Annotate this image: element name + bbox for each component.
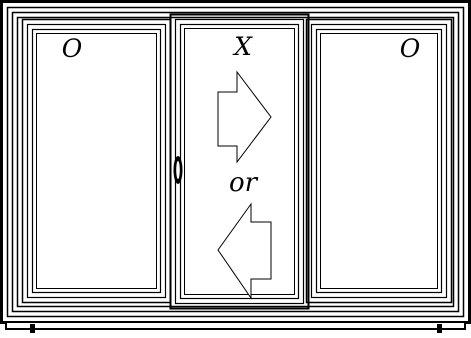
or-label: or [229, 168, 259, 198]
right-panel-label: O [400, 34, 421, 63]
door-handle [173, 156, 183, 184]
arrow-right-icon [217, 70, 272, 164]
door-sill [5, 321, 466, 333]
center-panel-label: X [232, 32, 253, 61]
left-panel [21, 18, 172, 304]
center-panel [169, 13, 310, 310]
right-panel [305, 18, 453, 304]
left-panel-label: O [62, 34, 83, 63]
arrow-left-icon [217, 202, 272, 300]
